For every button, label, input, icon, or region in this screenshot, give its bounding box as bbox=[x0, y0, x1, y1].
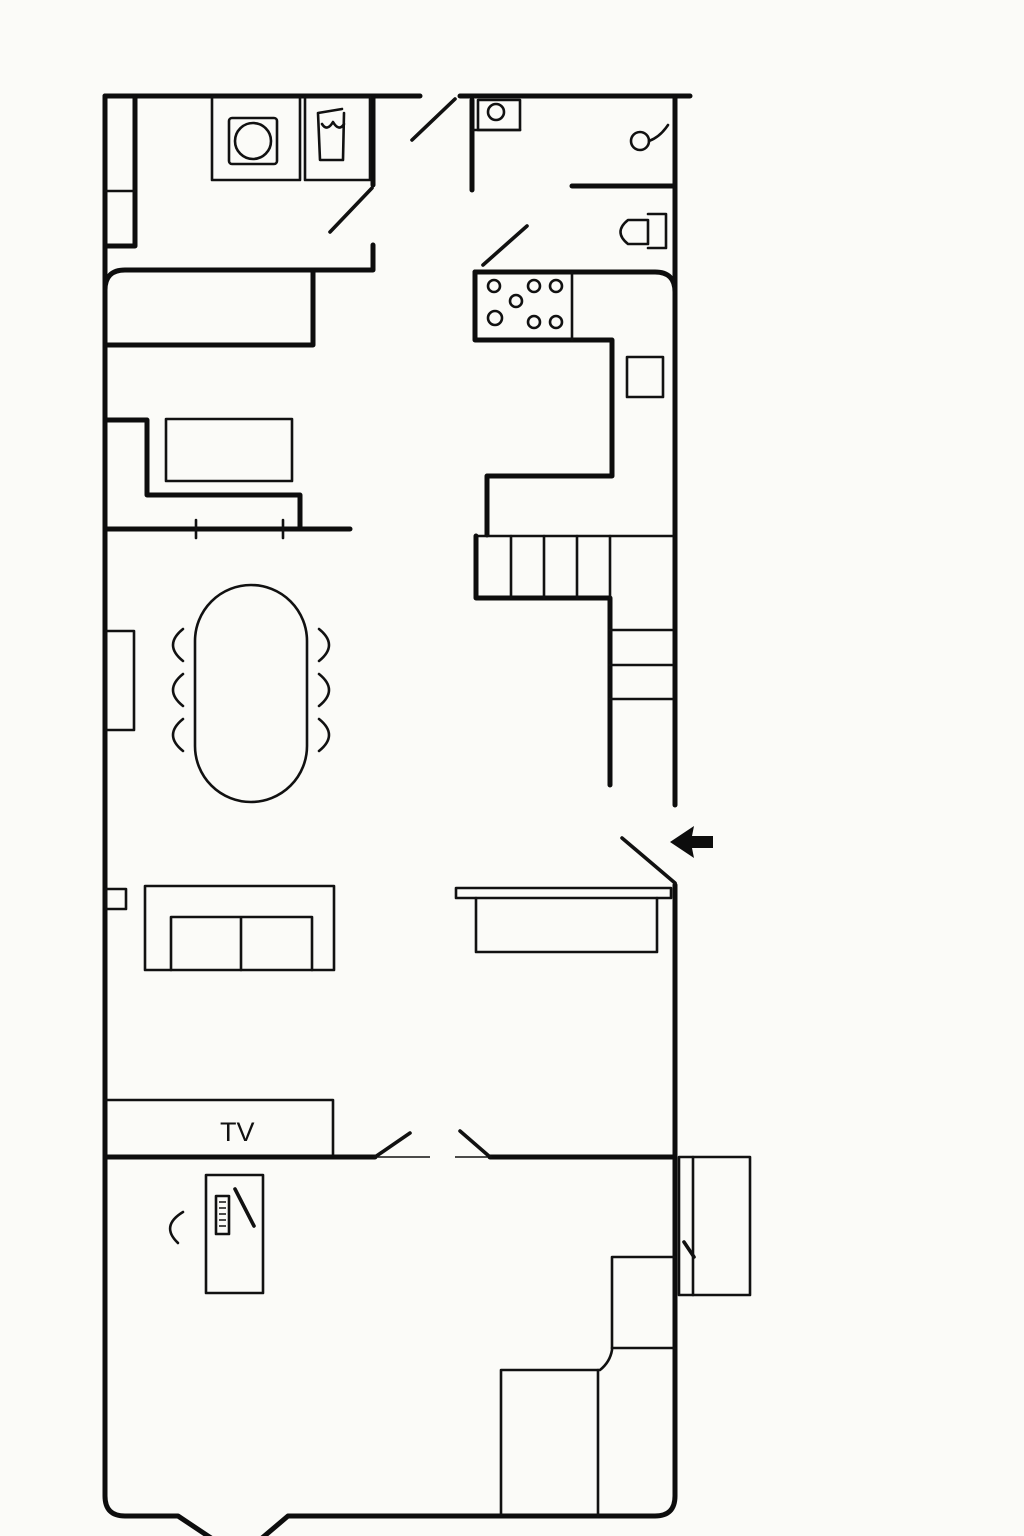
tv-unit: TV bbox=[103, 1098, 335, 1159]
toilet-icon bbox=[619, 212, 668, 250]
kitchen-door bbox=[481, 224, 529, 267]
living-area: TV bbox=[102, 884, 678, 1160]
bathroom-sink-icon bbox=[629, 123, 670, 152]
dining-area bbox=[104, 583, 331, 804]
exterior-walls bbox=[102, 93, 693, 1536]
keyboard-icon bbox=[214, 1194, 231, 1236]
tv-label: TV bbox=[220, 1117, 255, 1147]
study bbox=[168, 1155, 752, 1518]
sofa-icon bbox=[143, 884, 336, 972]
bath-sink-icon bbox=[476, 98, 522, 132]
staircase bbox=[473, 533, 674, 788]
study-door-left bbox=[373, 1131, 412, 1159]
chair-icon bbox=[171, 627, 331, 753]
bathroom bbox=[469, 97, 678, 250]
side-table-icon bbox=[104, 887, 128, 911]
hall-door bbox=[410, 97, 457, 142]
cabinet-icon bbox=[104, 629, 136, 732]
fridge-icon bbox=[625, 355, 665, 399]
desk-chair-icon bbox=[168, 1210, 185, 1245]
desk-icon bbox=[204, 1173, 265, 1295]
entrance bbox=[620, 826, 713, 885]
study-door-right bbox=[458, 1129, 492, 1159]
laundry-room bbox=[102, 93, 457, 273]
sideboard-icon bbox=[164, 417, 294, 483]
laundry-door bbox=[328, 186, 374, 234]
bay-window bbox=[677, 1155, 752, 1297]
entrance-arrow-icon bbox=[670, 826, 713, 858]
washing-machine-icon bbox=[210, 95, 302, 182]
corner-sofa-icon bbox=[499, 1255, 677, 1518]
lounge bbox=[102, 267, 353, 540]
laundry-basket-icon bbox=[303, 95, 372, 182]
counter-icon bbox=[454, 886, 673, 954]
kitchen bbox=[472, 224, 678, 538]
front-door bbox=[620, 836, 677, 885]
stove-icon bbox=[486, 278, 564, 330]
pen-icon bbox=[233, 1187, 256, 1228]
dining-table-icon bbox=[193, 583, 309, 804]
